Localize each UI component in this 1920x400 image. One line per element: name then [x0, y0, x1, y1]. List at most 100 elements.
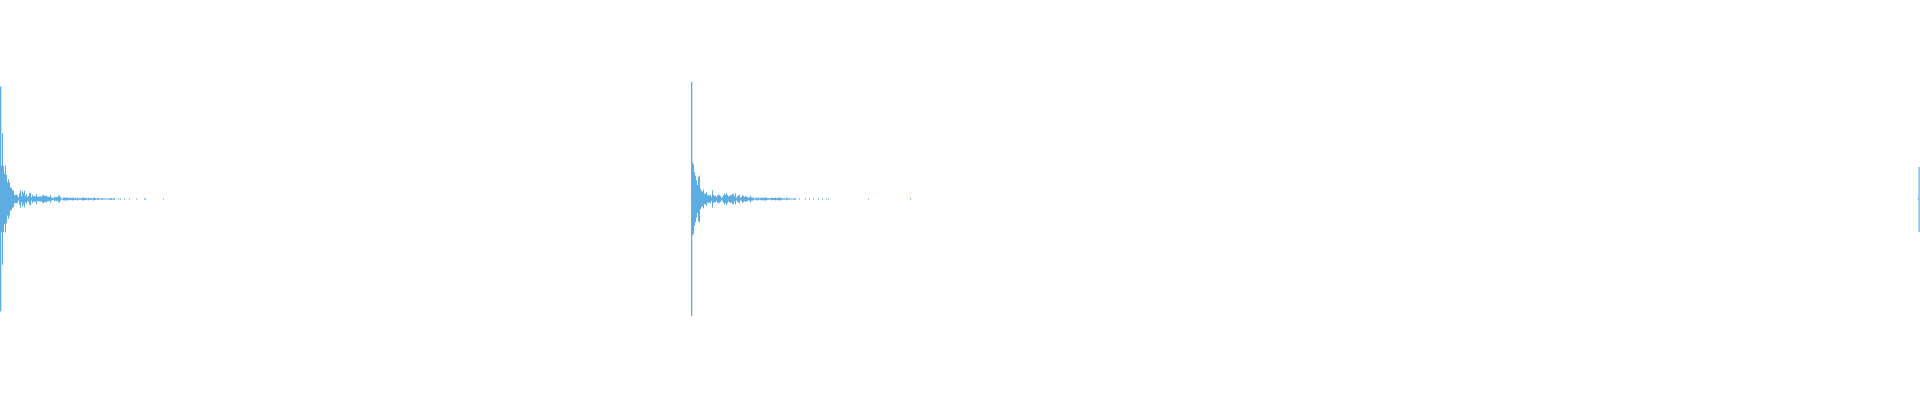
waveform-bar [729, 195, 730, 203]
waveform-bar [708, 195, 709, 203]
waveform-bar [713, 194, 714, 204]
waveform-bar [98, 197, 99, 201]
waveform-bar [62, 198, 63, 200]
waveform-bar [730, 195, 731, 203]
waveform-bar [26, 194, 27, 204]
waveform-bar [59, 195, 60, 203]
waveform-bar [777, 197, 778, 201]
waveform-clip-2[interactable] [691, 81, 911, 317]
waveform-bar [10, 187, 11, 211]
waveform-bar [129, 198, 130, 200]
waveform-bar [34, 196, 35, 202]
waveform-bar [772, 197, 773, 201]
waveform-bar [39, 196, 40, 202]
waveform-bar [12, 190, 13, 208]
waveform-bar [56, 196, 57, 202]
waveform-bar [792, 198, 793, 200]
waveform-bar [38, 196, 39, 202]
waveform-bar [93, 197, 94, 201]
waveform-bar [46, 195, 47, 203]
waveform-bar [695, 175, 696, 223]
waveform-bar [19, 193, 20, 205]
waveform-bar [794, 198, 795, 200]
waveform-bar [753, 197, 754, 201]
waveform-bar [752, 197, 753, 201]
waveform-bar [727, 194, 728, 204]
waveform-bar [706, 192, 707, 206]
waveform-bar [726, 192, 727, 206]
waveform-bar [64, 197, 65, 201]
waveform-bar [102, 198, 103, 200]
waveform-bar [110, 198, 111, 200]
waveform-bar [69, 198, 70, 200]
waveform-bar [790, 198, 791, 200]
end-marker-line[interactable] [1918, 167, 1920, 232]
waveform-bar [97, 198, 98, 200]
waveform-bar [104, 198, 105, 200]
waveform-bar [748, 197, 749, 201]
waveform-bar [11, 188, 12, 210]
waveform-bar [95, 198, 96, 200]
waveform-bar [784, 198, 785, 200]
waveform-bar [710, 194, 711, 204]
waveform-bar [73, 197, 74, 201]
waveform-bar [696, 180, 697, 218]
waveform-bar [786, 197, 787, 201]
waveform-bar [763, 197, 764, 201]
waveform-bar [712, 190, 713, 208]
waveform-bar [21, 196, 22, 202]
waveform-bar [770, 198, 771, 200]
waveform-bar [118, 198, 119, 200]
waveform-bar [791, 198, 792, 200]
waveform-bar [106, 198, 107, 200]
waveform-bar [778, 197, 779, 201]
waveform-bar [145, 198, 146, 200]
waveform-clip-1[interactable] [0, 86, 164, 312]
waveform-bar [703, 189, 704, 209]
waveform-bar [2, 133, 3, 265]
waveform-bar [32, 195, 33, 203]
waveform-bar [108, 198, 109, 200]
waveform-bar [754, 198, 755, 200]
waveform-bar [725, 194, 726, 204]
waveform-bar [50, 195, 51, 203]
waveform-bar [79, 198, 80, 200]
waveform-bar [51, 197, 52, 201]
waveform-bar [75, 198, 76, 200]
waveform-bar [692, 162, 693, 236]
waveform-bar [750, 195, 751, 203]
waveform-bar [76, 198, 77, 200]
waveform-bar [743, 196, 744, 202]
waveform-bar [20, 190, 21, 208]
waveform-bar [77, 197, 78, 201]
waveform-bar [809, 198, 810, 200]
waveform-bar [111, 198, 112, 200]
playhead-end-marker[interactable] [1917, 167, 1920, 232]
waveform-bar [84, 197, 85, 201]
waveform-bar [766, 197, 767, 201]
waveform-bar [813, 198, 814, 200]
waveform-bar [54, 196, 55, 202]
waveform-bar [66, 197, 67, 201]
waveform-bar [732, 194, 733, 204]
waveform-bar [744, 196, 745, 202]
waveform-bar [68, 198, 69, 200]
waveform-bar [109, 198, 110, 200]
waveform-bar [55, 197, 56, 201]
waveform-bar [18, 197, 19, 201]
waveform-bar [735, 193, 736, 205]
waveform-bar [49, 197, 50, 201]
waveform-bar [799, 198, 800, 200]
waveform-bar [13, 190, 14, 208]
waveform-bar [719, 195, 720, 203]
waveform-bar [724, 193, 725, 205]
waveform-bar [63, 197, 64, 201]
waveform-bar [694, 172, 695, 226]
waveform-bar [826, 198, 827, 200]
waveform-bar [70, 197, 71, 201]
waveform-bar [734, 196, 735, 202]
waveform-bar [33, 196, 34, 202]
waveform-bar [57, 197, 58, 201]
waveform-bar [29, 193, 30, 205]
